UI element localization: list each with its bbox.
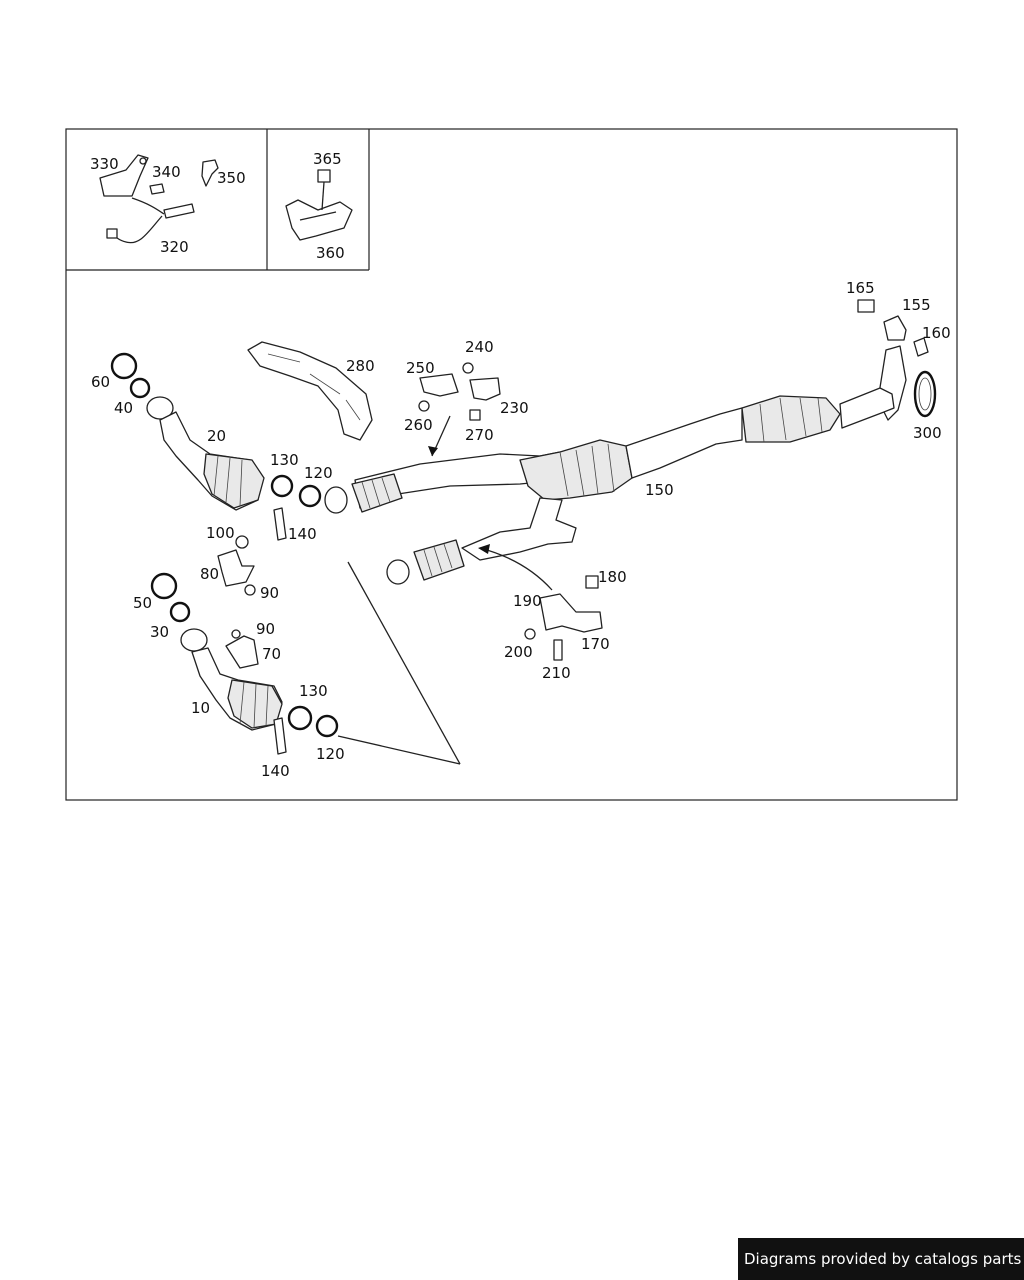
label-365: 365 [313, 150, 342, 168]
label-210: 210 [542, 664, 571, 682]
label-70: 70 [262, 645, 281, 663]
left-hardware [110, 352, 339, 755]
label-10: 10 [191, 699, 210, 717]
bracket-70 [225, 635, 259, 669]
label-240: 240 [465, 338, 494, 356]
gasket-30 [169, 601, 191, 623]
label-230: 230 [500, 399, 529, 417]
nut-260 [418, 400, 430, 412]
flange-10 [180, 628, 208, 652]
bracket-190-170 [478, 544, 603, 661]
rear-converter [741, 395, 841, 443]
label-140-lower: 140 [261, 762, 290, 780]
label-20: 20 [207, 427, 226, 445]
label-250: 250 [406, 359, 435, 377]
leader-lines [337, 561, 461, 765]
bolt-210 [553, 639, 563, 661]
shield-360 [285, 199, 353, 241]
label-320: 320 [160, 238, 189, 256]
nut-200 [524, 628, 536, 640]
label-280: 280 [346, 357, 375, 375]
label-170: 170 [581, 635, 610, 653]
label-155: 155 [902, 296, 931, 314]
gasket-120b [315, 714, 339, 738]
part-labels: 330 340 350 320 365 360 165 155 160 300 … [90, 150, 951, 780]
label-360: 360 [316, 244, 345, 262]
label-130-upper: 130 [270, 451, 299, 469]
bolt-365 [317, 169, 331, 183]
label-60: 60 [91, 373, 110, 391]
bracket-250-230 [418, 362, 501, 457]
heat-shield-inset [285, 169, 353, 241]
gasket-120a [298, 484, 322, 508]
label-90-lower: 90 [256, 620, 275, 638]
diagram-frame [65, 128, 958, 801]
label-120-lower: 120 [316, 745, 345, 763]
gasket-300 [913, 370, 937, 418]
label-50: 50 [133, 594, 152, 612]
flange-20 [146, 396, 174, 420]
sensor-bracket-330 [99, 154, 149, 197]
bracket-190 [539, 593, 603, 633]
bolt-140a [273, 507, 287, 541]
nut-90b [231, 629, 241, 639]
heat-shield-280 [247, 341, 373, 441]
label-120-upper: 120 [304, 464, 333, 482]
bracket-250 [419, 373, 459, 397]
clamp-160 [913, 337, 929, 357]
main-pipe-150 [354, 387, 895, 561]
bolt-165 [857, 299, 875, 313]
gasket-40 [129, 377, 151, 399]
label-180: 180 [598, 568, 627, 586]
clamp-130a [270, 474, 294, 498]
nut-100 [235, 535, 249, 549]
label-150: 150 [645, 481, 674, 499]
clamp-155 [883, 315, 907, 341]
bracket-230 [469, 377, 501, 401]
nut-240 [462, 362, 474, 374]
clamp-60 [110, 352, 138, 380]
bolt-270 [469, 409, 481, 421]
label-100: 100 [206, 524, 235, 542]
center-converter [519, 439, 633, 501]
label-30: 30 [150, 623, 169, 641]
label-330: 330 [90, 155, 119, 173]
label-270: 270 [465, 426, 494, 444]
attribution-footer: Diagrams provided by catalogs parts [738, 1238, 1024, 1280]
sensor-320-body [163, 203, 195, 219]
catalytic-converter-10 [180, 628, 283, 731]
bolt-140b [273, 717, 287, 755]
nut-90a [244, 584, 256, 596]
oxygen-sensor-inset [99, 154, 219, 244]
label-340: 340 [152, 163, 181, 181]
bracket-80 [217, 549, 255, 587]
label-40: 40 [114, 399, 133, 417]
label-140-upper: 140 [288, 525, 317, 543]
clamp-50 [150, 572, 178, 600]
bolt-180 [585, 575, 599, 589]
clip-350 [201, 159, 219, 187]
label-90-upper: 90 [260, 584, 279, 602]
bolt-340 [149, 183, 165, 195]
label-190: 190 [513, 592, 542, 610]
label-200: 200 [504, 643, 533, 661]
label-165: 165 [846, 279, 875, 297]
sensor-320-cable [111, 215, 163, 244]
label-350: 350 [217, 169, 246, 187]
catalytic-converter-20 [146, 396, 265, 511]
label-300: 300 [913, 424, 942, 442]
label-130-lower: 130 [299, 682, 328, 700]
flex-joints [324, 473, 465, 585]
label-260: 260 [404, 416, 433, 434]
label-80: 80 [200, 565, 219, 583]
label-160: 160 [922, 324, 951, 342]
clamp-130b [287, 705, 313, 731]
